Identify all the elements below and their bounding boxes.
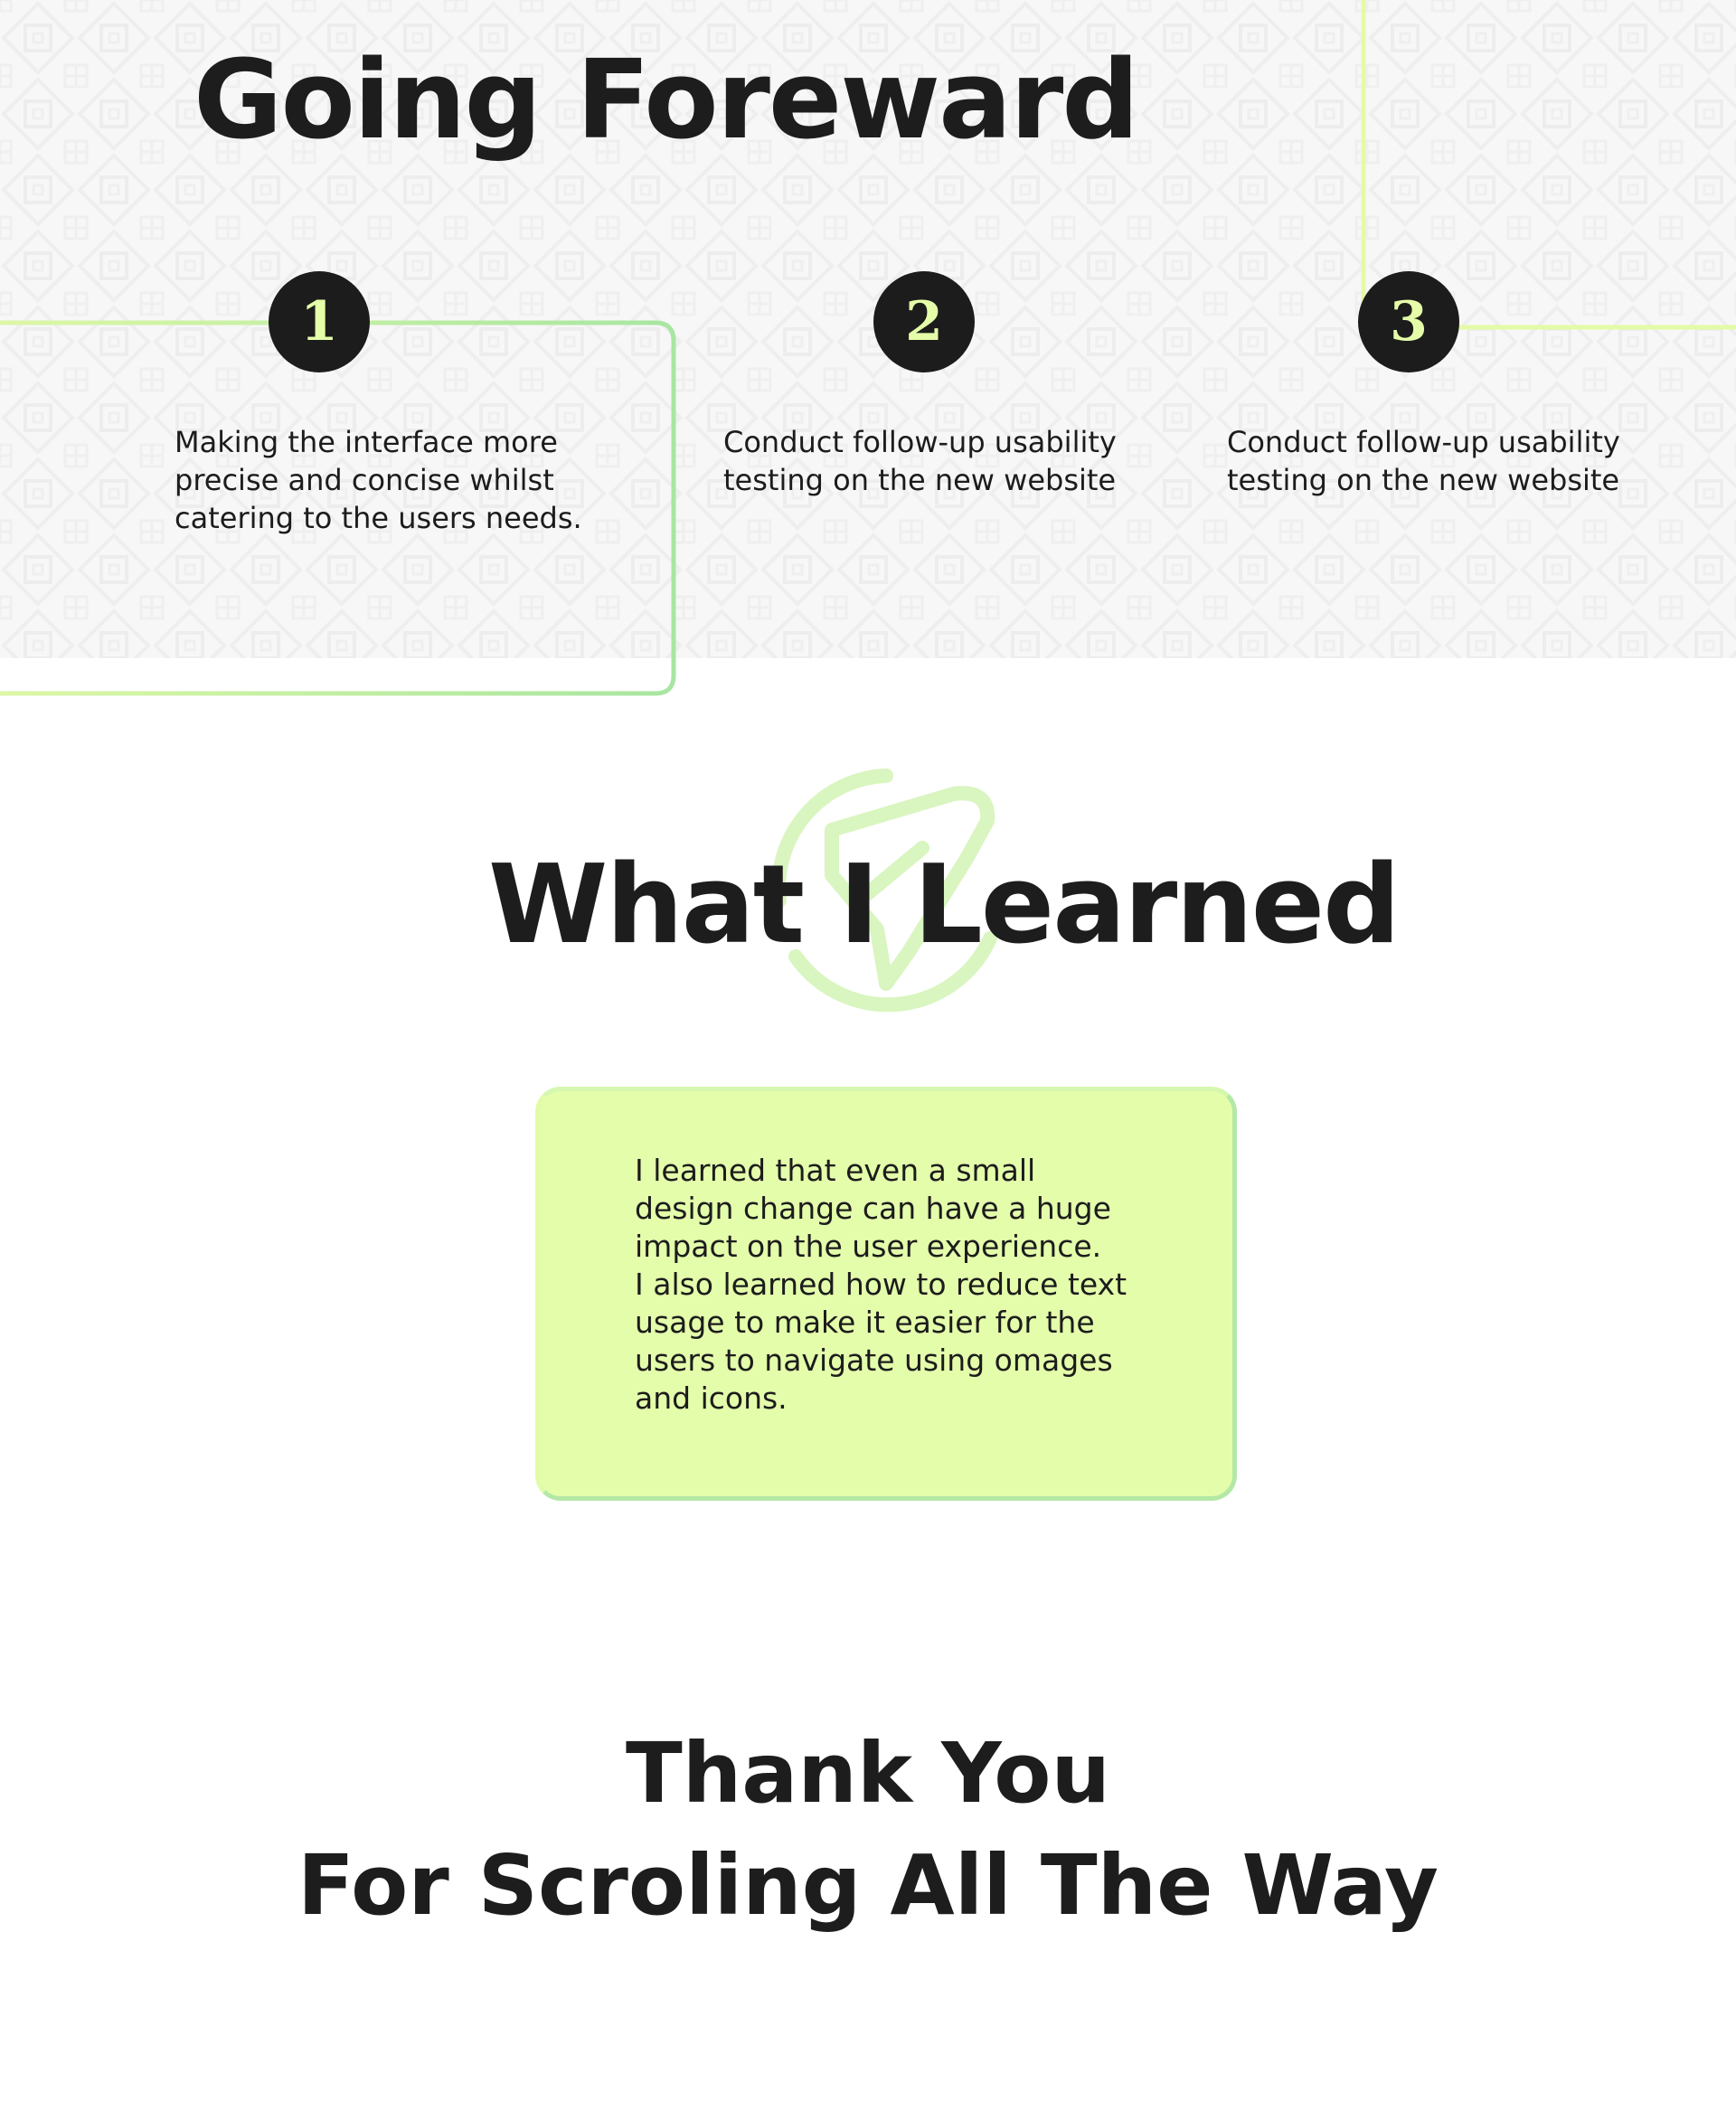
step-1-text: Making the interface more precise and co… [175,425,582,535]
rocket-emblem-icon [771,768,997,1013]
step-3-number: 3 [1358,271,1459,372]
learned-card-text: I learned that even a small design chang… [635,1153,1127,1416]
step-2-text: Conduct follow-up usability testing on t… [723,425,1117,497]
step-2-number: 2 [873,271,975,372]
step-1-number: 1 [269,271,370,372]
going-foreward-title: Going Foreward [193,38,1139,164]
scrolling-message: For Scroling All The Way [297,1837,1439,1934]
learned-card [535,1087,1237,1501]
what-i-learned-title: What I Learned [488,843,1401,968]
step-3-text: Conduct follow-up usability testing on t… [1227,425,1620,497]
thank-you-heading: Thank You [626,1725,1110,1822]
